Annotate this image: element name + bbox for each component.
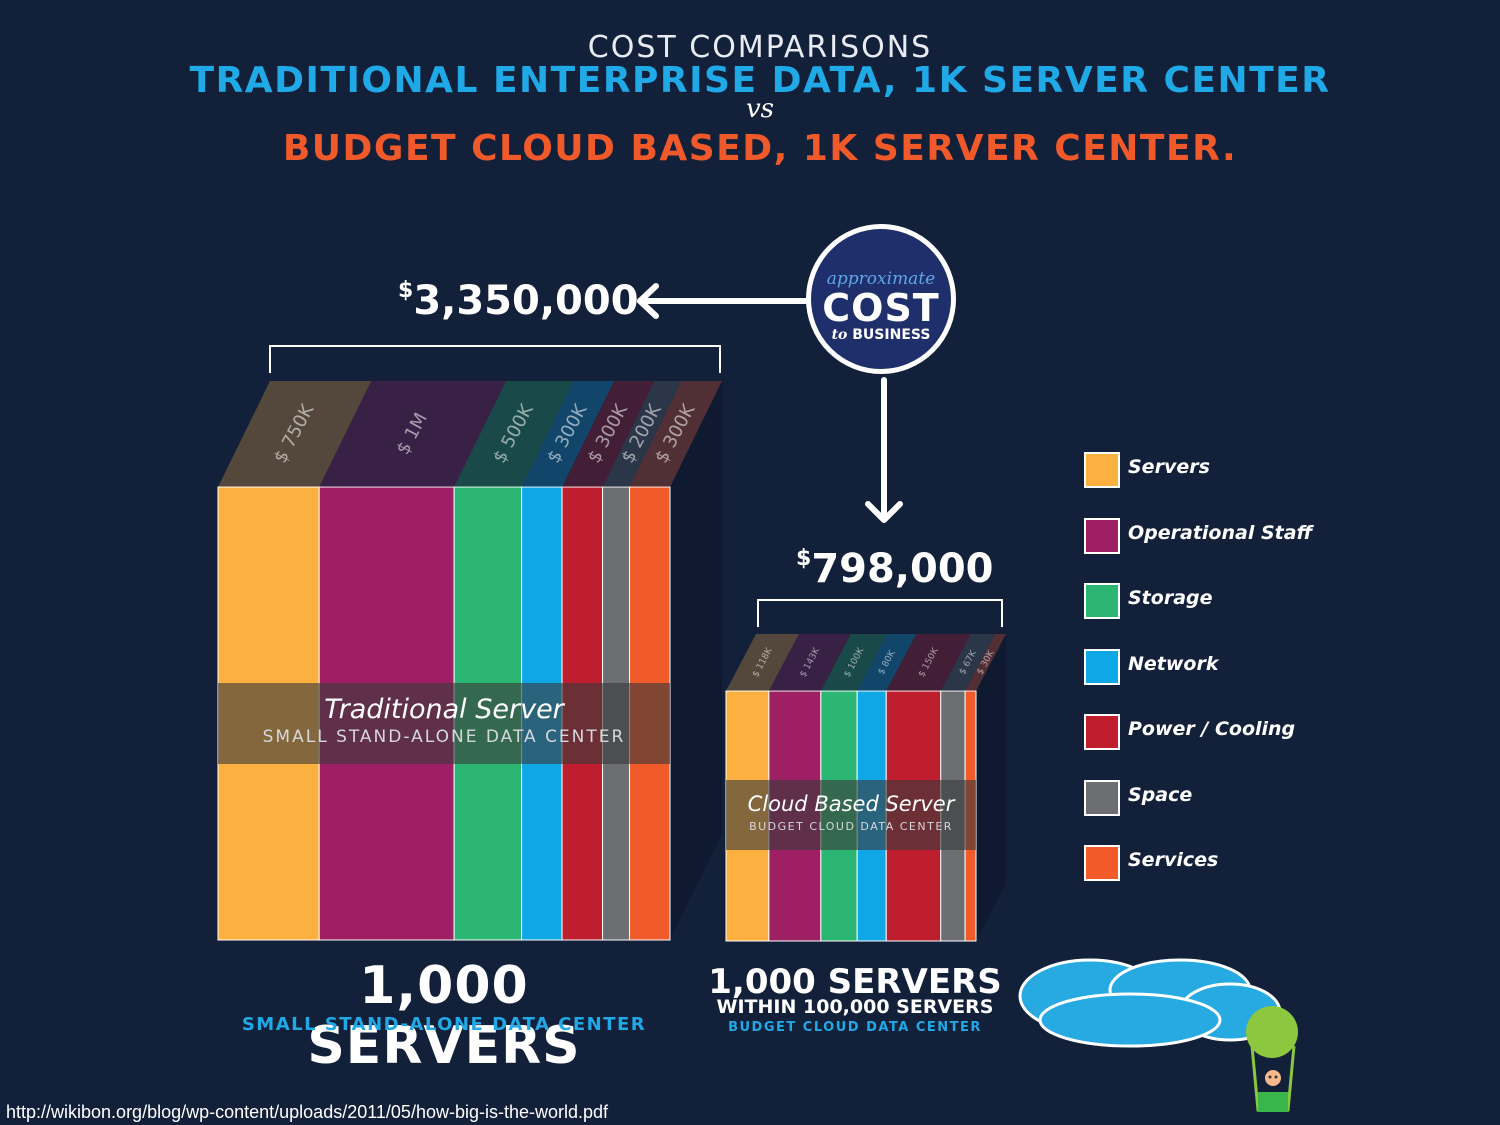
header-vs: vs (745, 94, 775, 124)
arrow-down-icon (865, 501, 903, 523)
cloud-top-services (965, 634, 1006, 691)
cloud-top-operational-staff (768, 634, 851, 691)
traditional-caption-band (218, 683, 670, 764)
traditional-title: Traditional Server (324, 694, 564, 725)
legend-label: Operational Staff (1128, 522, 1313, 544)
cost-badge: approximate COST to BUSINESS (806, 224, 956, 374)
traditional-top-servers (218, 381, 372, 487)
cloud-balloon-illustration (1018, 958, 1298, 1112)
traditional-top-operational-staff (319, 381, 507, 487)
badge-business: to BUSINESS (831, 327, 931, 343)
legend-swatch (1084, 518, 1120, 554)
cloud-title: Cloud Based Server (747, 792, 955, 816)
cloud-caption-line2: WITHIN 100,000 SERVERS (716, 996, 994, 1018)
cloud-top-storage (820, 634, 888, 691)
traditional-top-services (629, 381, 722, 487)
arrow-left-icon (637, 283, 659, 319)
header-line1: TRADITIONAL ENTERPRISE DATA, 1K SERVER C… (189, 60, 1331, 101)
cloud-side-face (976, 634, 1006, 941)
traditional-total: $3,350,000 (398, 278, 639, 324)
legend-swatch (1084, 845, 1120, 881)
cloud-caption: 1,000 SERVERS (708, 962, 1002, 1002)
cloud-subtitle: BUDGET CLOUD DATA CENTER (749, 820, 953, 833)
legend-swatch (1084, 649, 1120, 685)
cloud-top-power-cooling (886, 634, 971, 691)
traditional-caption: 1,000 SERVERS (307, 956, 581, 1076)
legend-swatch (1084, 714, 1120, 750)
header-top: COST COMPARISONS (587, 30, 933, 65)
legend-label: Space (1128, 784, 1193, 806)
traditional-caption-sub: SMALL STAND-ALONE DATA CENTER (241, 1014, 647, 1035)
legend-label: Services (1128, 849, 1219, 871)
traditional-top-storage (454, 381, 574, 487)
cloud-icon (1018, 958, 1282, 1048)
cloud-top-network (857, 634, 917, 691)
legend-swatch (1084, 780, 1120, 816)
legend-label: Storage (1128, 587, 1213, 609)
cloud-top-space (940, 634, 996, 691)
traditional-bracket (269, 345, 721, 373)
source-url: http://wikibon.org/blog/wp-content/uploa… (6, 1102, 609, 1122)
cloud-bracket (757, 599, 1003, 627)
cloud-total: $798,000 (796, 546, 994, 592)
cloud-caption-sub: BUDGET CLOUD DATA CENTER (728, 1020, 982, 1035)
badge-approximate: approximate (826, 269, 936, 289)
legend-label: Servers (1128, 456, 1210, 478)
traditional-top-space (602, 381, 682, 487)
header-line2: BUDGET CLOUD BASED, 1K SERVER CENTER. (282, 128, 1238, 169)
traditional-top-network (521, 381, 615, 487)
cloud-top-servers (726, 634, 799, 691)
legend-label: Power / Cooling (1128, 718, 1296, 740)
legend-swatch (1084, 583, 1120, 619)
traditional-top-power-cooling (562, 381, 655, 487)
badge-cost: COST (822, 286, 940, 330)
legend-label: Network (1128, 653, 1219, 675)
cloud-caption-band (726, 780, 976, 850)
legend-swatch (1084, 452, 1120, 488)
balloon-icon (1246, 1006, 1298, 1112)
traditional-side-face (670, 381, 722, 940)
traditional-subtitle: SMALL STAND-ALONE DATA CENTER (262, 727, 626, 747)
